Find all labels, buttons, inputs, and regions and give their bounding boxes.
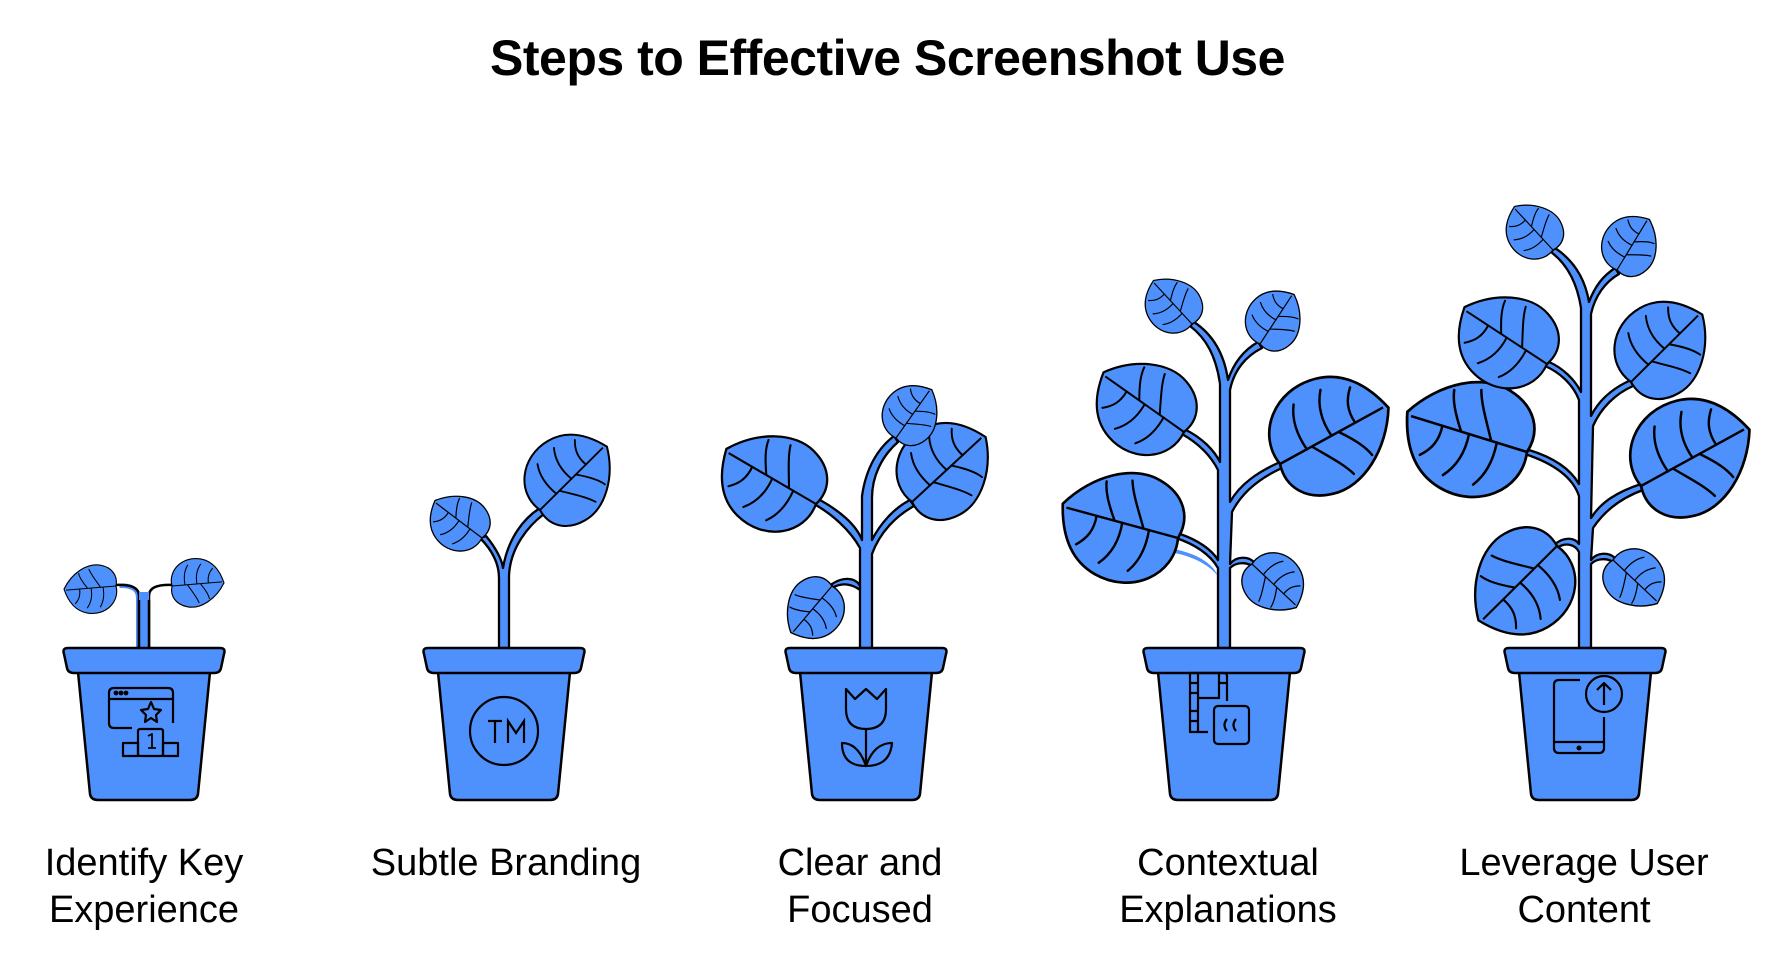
step-label-leverage-user-content: Leverage User Content [1459, 842, 1709, 931]
plant-1 [62, 557, 226, 802]
browser-star-podium-icon [107, 686, 180, 758]
film-captions-icon [1188, 671, 1251, 746]
page-title: Steps to Effective Screenshot Use [490, 30, 1285, 86]
plant-3 [697, 371, 1015, 802]
plant-5 [1383, 189, 1775, 802]
plant-4 [1042, 263, 1414, 802]
trademark-icon [468, 695, 540, 767]
step-label-contextual-explanations: Contextual Explanations [1119, 842, 1337, 931]
tulip-icon [840, 687, 894, 768]
plant-2 [415, 412, 636, 802]
step-label-identify-key-experience: Identify Key Experience [44, 842, 244, 931]
step-label-subtle-branding: Subtle Branding [370, 842, 642, 884]
phone-upload-icon [1552, 674, 1624, 755]
step-label-clear-and-focused: Clear and Focused [777, 842, 943, 931]
